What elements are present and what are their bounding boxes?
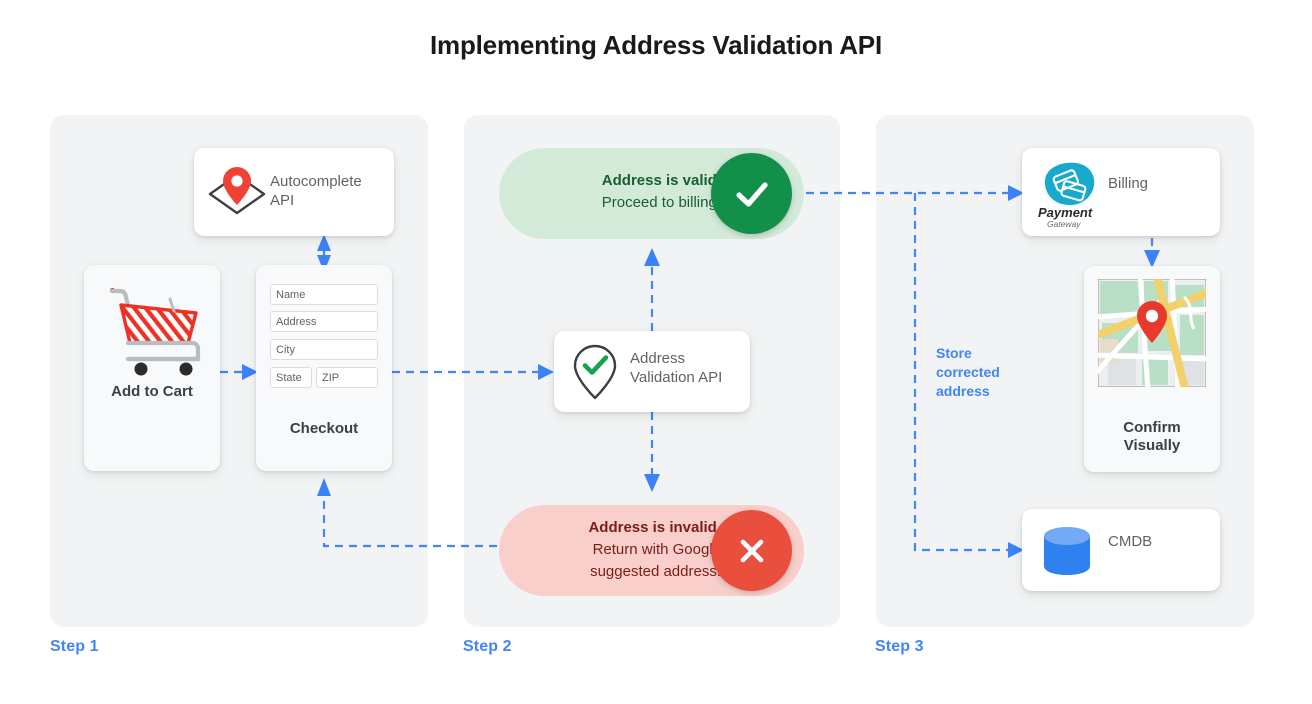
billing-label: Billing <box>1108 175 1149 192</box>
cmdb-label: CMDB <box>1108 533 1153 550</box>
checkout-caption: Checkout <box>289 420 359 437</box>
shopping-cart-icon <box>109 287 201 376</box>
page-title: Implementing Address Validation API <box>430 30 882 60</box>
step-2-label: Step 2 <box>463 638 512 655</box>
address-invalid-subtitle-2: suggested address. <box>590 563 721 580</box>
address-valid-title: Address is valid. <box>601 172 721 189</box>
city-field[interactable]: City <box>270 339 378 360</box>
database-cylinder-icon <box>1044 527 1090 575</box>
payment-gateway-logo: Payment Gateway <box>1038 162 1095 229</box>
pin-check-icon <box>573 344 617 400</box>
cmdb-card[interactable]: CMDB <box>1022 509 1220 591</box>
close-icon <box>711 510 792 591</box>
step-1-label: Step 1 <box>50 638 99 655</box>
confirm-visually-card[interactable]: Confirm Visually <box>1084 266 1220 472</box>
address-field[interactable]: Address <box>270 311 378 332</box>
address-invalid-text: Address is invalid. Return with Google s… <box>523 517 721 583</box>
store-corrected-address-note: Store corrected address <box>936 345 1000 399</box>
add-to-cart-caption: Add to Cart <box>111 383 193 400</box>
map-thumbnail-icon <box>1098 279 1206 387</box>
address-invalid-subtitle-1: Return with Google <box>592 541 721 558</box>
address-invalid-title: Address is invalid. <box>588 519 721 536</box>
address-validation-api-label: Address Validation API <box>630 350 723 386</box>
svg-text:Payment: Payment <box>1038 205 1093 220</box>
map-pin-diamond-icon <box>208 167 266 215</box>
checkout-card[interactable]: Name Address City State ZIP Checkout <box>256 265 392 471</box>
address-valid-text: Address is valid. Proceed to billing. <box>523 170 721 214</box>
step-3-label: Step 3 <box>875 638 924 655</box>
check-icon <box>711 153 792 234</box>
confirm-visually-caption: Confirm Visually <box>1123 419 1181 454</box>
autocomplete-api-card[interactable]: Autocomplete API <box>194 148 394 236</box>
billing-card[interactable]: Payment Gateway Billing <box>1022 148 1220 236</box>
address-validation-api-card[interactable]: Address Validation API <box>554 331 750 412</box>
state-field[interactable]: State <box>270 367 312 388</box>
zip-field[interactable]: ZIP <box>316 367 378 388</box>
autocomplete-api-label: Autocomplete API <box>270 173 362 209</box>
add-to-cart-card[interactable]: Add to Cart <box>84 265 220 471</box>
address-valid-subtitle: Proceed to billing. <box>601 194 721 211</box>
svg-text:Gateway: Gateway <box>1047 219 1081 229</box>
name-field[interactable]: Name <box>270 284 378 305</box>
